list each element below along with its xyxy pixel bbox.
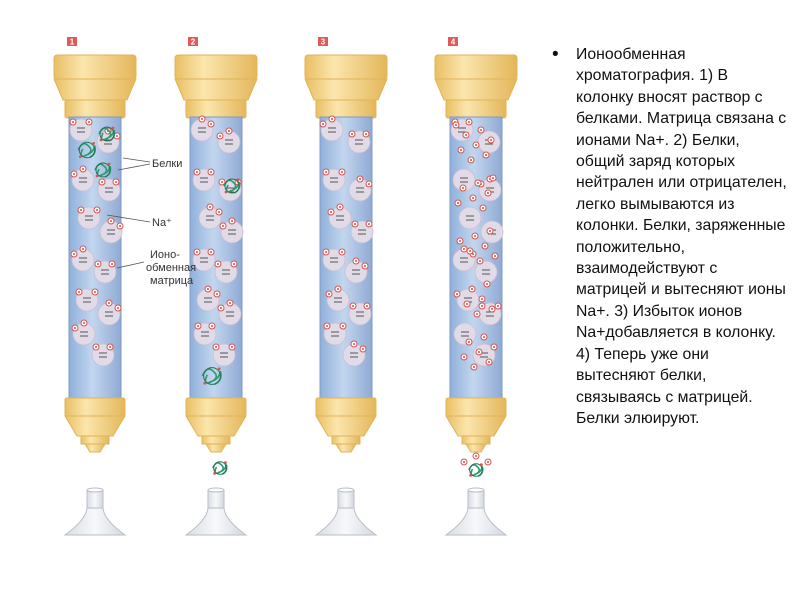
step-badge-1: 1 [67,37,77,47]
step-number-1: 1 [70,38,75,47]
label-matrix-line2: обменная [146,262,196,274]
step-number-3: 3 [321,38,326,47]
annotations: Белки Na⁺ Ионо- обменная матрица [106,157,196,287]
collection-funnel-4 [444,487,508,536]
step-number-4: 4 [451,38,456,47]
step-badge-2: 2 [188,37,198,47]
chromatography-diagram: 1 2 3 4 Белки Na⁺ Ионо- обменная матрица [53,37,518,536]
label-sodium: Na⁺ [152,217,172,229]
label-matrix-line1: Ионо- [150,249,180,261]
column-2: 2 [174,37,258,536]
step-number-2: 2 [191,38,196,47]
label-matrix-line3: матрица [150,275,194,287]
collection-funnel-3 [314,487,378,536]
label-proteins: Белки [152,158,182,170]
bullet-marker: • [552,44,559,65]
step-badge-3: 3 [318,37,328,47]
collection-funnel-1 [63,487,127,536]
column-3: 3 [304,37,388,536]
step-badge-4: 4 [448,37,458,47]
column-1: 1 [53,37,137,536]
column-4: 4 [434,37,518,536]
collection-funnel-2 [184,487,248,536]
caption-text: Ионообменная хроматография. 1) В колонку… [576,46,787,427]
